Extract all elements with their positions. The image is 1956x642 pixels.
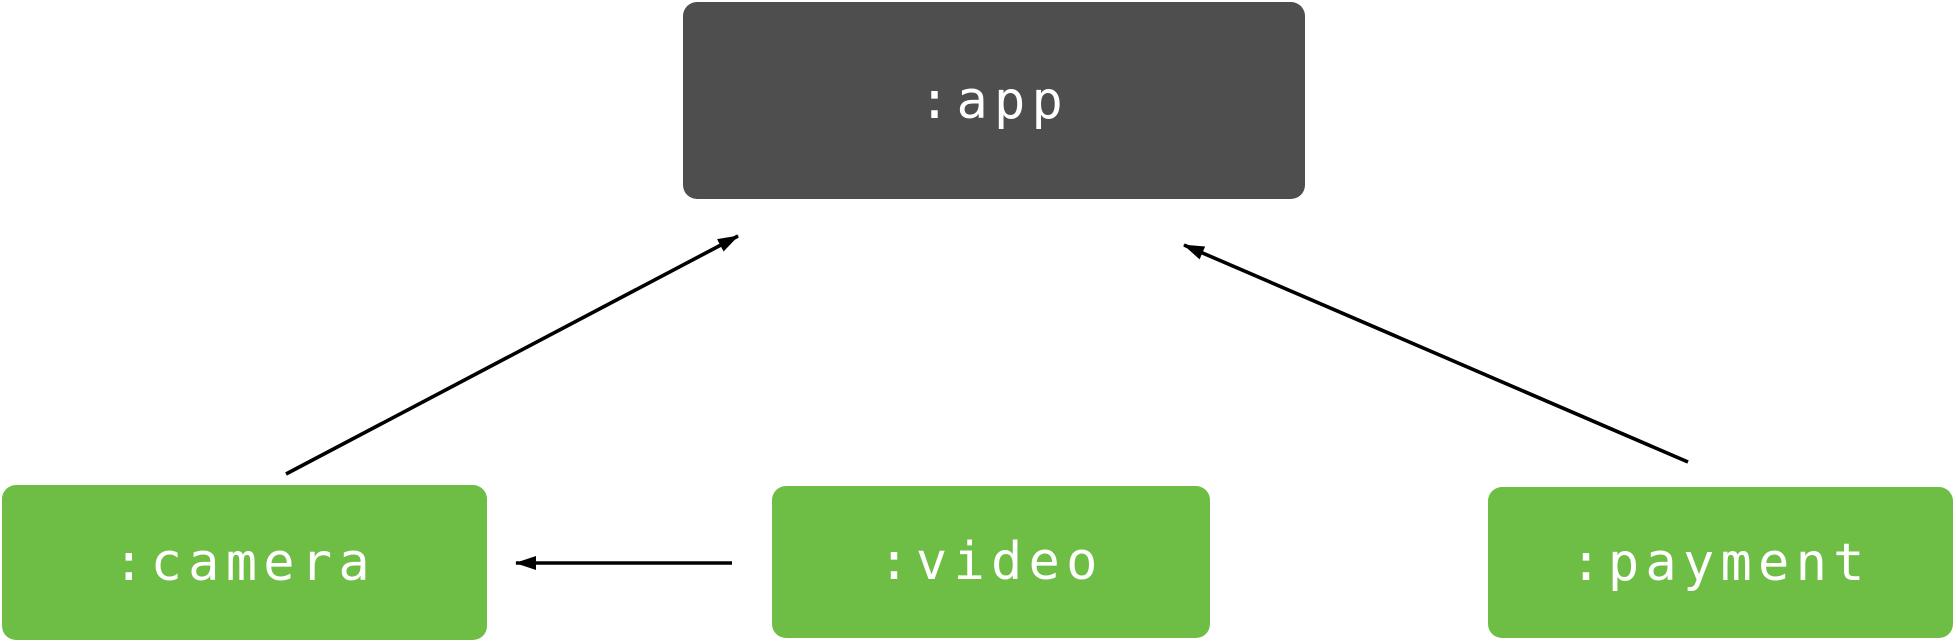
edge-camera-to-app xyxy=(285,234,739,476)
node-payment-label: :payment xyxy=(1570,532,1871,593)
node-app: :app xyxy=(683,2,1305,199)
node-camera-label: :camera xyxy=(113,532,376,593)
node-video-label: :video xyxy=(878,532,1104,592)
node-video: :video xyxy=(772,486,1210,638)
node-app-label: :app xyxy=(918,70,1070,131)
node-payment: :payment xyxy=(1488,487,1953,638)
edge-payment-to-app xyxy=(1183,243,1689,464)
node-camera: :camera xyxy=(2,485,487,640)
